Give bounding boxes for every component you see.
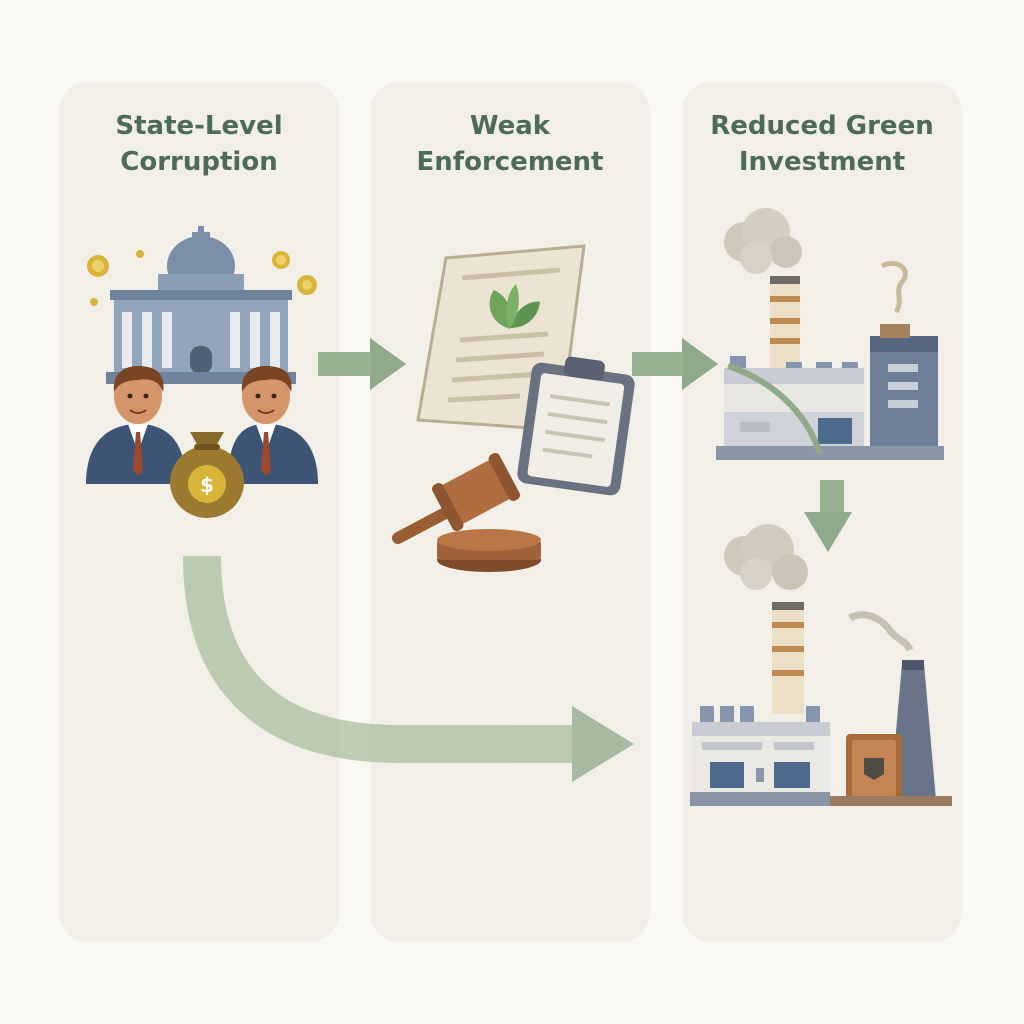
factory-bottom-icon bbox=[690, 602, 952, 806]
factory-top-icon bbox=[716, 276, 944, 460]
official-left-icon bbox=[86, 366, 186, 484]
coins-icon bbox=[87, 250, 317, 306]
title-line: Enforcement bbox=[416, 147, 604, 177]
arrow-down-icon bbox=[804, 480, 852, 552]
official-right-icon bbox=[228, 366, 318, 484]
smoke-icon bbox=[724, 208, 908, 314]
panel-title-corruption: State-Level Corruption bbox=[59, 108, 339, 180]
panel-title-investment: Reduced Green Investment bbox=[682, 108, 962, 180]
curved-arrow-icon bbox=[183, 555, 634, 782]
panel-weak-enforcement bbox=[370, 82, 650, 942]
title-line: Investment bbox=[738, 147, 906, 177]
panel-title-enforcement: Weak Enforcement bbox=[370, 108, 650, 180]
title-line: Reduced Green bbox=[710, 111, 934, 141]
title-line: Weak bbox=[469, 111, 551, 141]
gavel-icon bbox=[392, 452, 541, 572]
money-bag-icon: $ bbox=[170, 432, 244, 518]
clipboard-icon bbox=[517, 356, 635, 496]
arrow-right-icon bbox=[318, 338, 406, 390]
title-line: Corruption bbox=[120, 147, 278, 177]
leaf-icon bbox=[489, 284, 540, 330]
government-building-icon bbox=[106, 226, 296, 384]
svg-text:$: $ bbox=[200, 473, 214, 497]
arrow-right-icon bbox=[632, 338, 718, 390]
smoke-icon bbox=[724, 524, 914, 652]
title-line: State-Level bbox=[115, 111, 283, 141]
